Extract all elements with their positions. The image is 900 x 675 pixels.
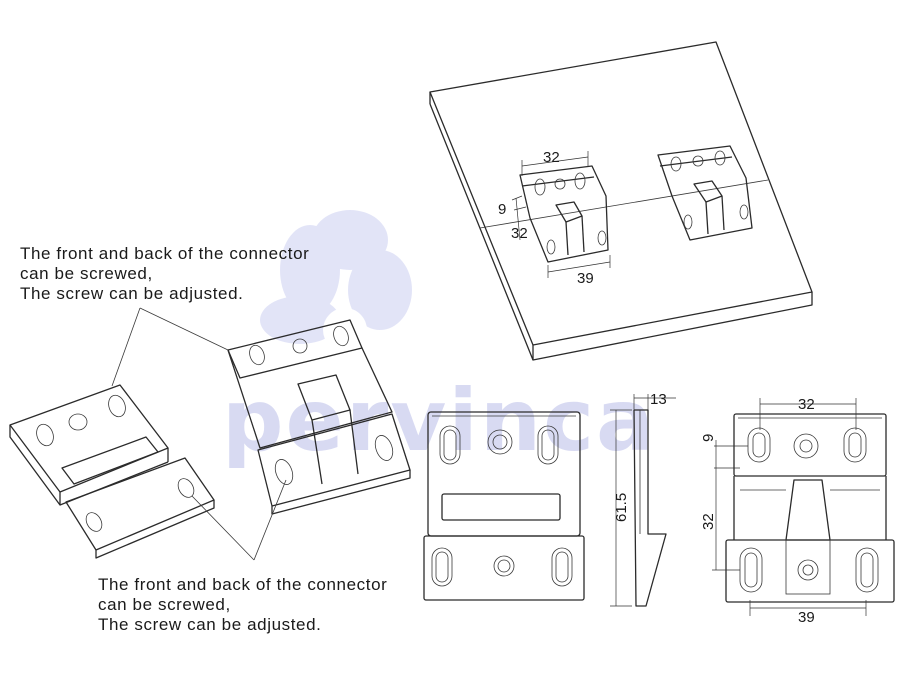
panel-connector-left <box>519 165 609 263</box>
note-bottom-line-1: The front and back of the connector <box>98 575 388 594</box>
front-dim-height: 61.5 <box>613 493 630 522</box>
front-view-dimensions <box>610 394 676 607</box>
panel-assembly-view <box>429 41 813 361</box>
top-dim-spacing: 32 <box>798 396 815 413</box>
top-dim-width: 39 <box>798 609 815 626</box>
note-bottom: The front and back of the connector can … <box>98 575 387 635</box>
front-dim-thickness: 13 <box>650 391 667 408</box>
note-bottom-line-2: can be screwed, <box>98 595 231 614</box>
panel-dim-offset: 9 <box>498 201 506 218</box>
note-top-line-2: can be screwed, <box>20 264 153 283</box>
front-connector-iso <box>227 319 411 515</box>
front-view <box>423 411 585 601</box>
note-top: The front and back of the connector can … <box>20 244 309 304</box>
panel-dim-width: 39 <box>577 270 594 287</box>
note-bottom-line-3: The screw can be adjusted. <box>98 615 322 634</box>
note-top-line-3: The screw can be adjusted. <box>20 284 244 303</box>
top-dim-depth: 32 <box>700 513 717 530</box>
leader-lines <box>111 307 287 561</box>
top-view <box>725 413 895 603</box>
watermark-logo <box>260 210 412 352</box>
panel-dim-depth: 32 <box>511 225 528 242</box>
top-view-dimensions <box>712 398 867 616</box>
panel-dimension-lines <box>511 151 611 278</box>
watermark-text: pervinca <box>222 371 656 471</box>
note-top-line-1: The front and back of the connector <box>20 244 310 263</box>
panel-connector-right <box>657 145 753 241</box>
panel-dim-spacing: 32 <box>543 149 560 166</box>
back-plate-iso <box>9 384 215 559</box>
top-dim-offset: 9 <box>700 434 717 442</box>
